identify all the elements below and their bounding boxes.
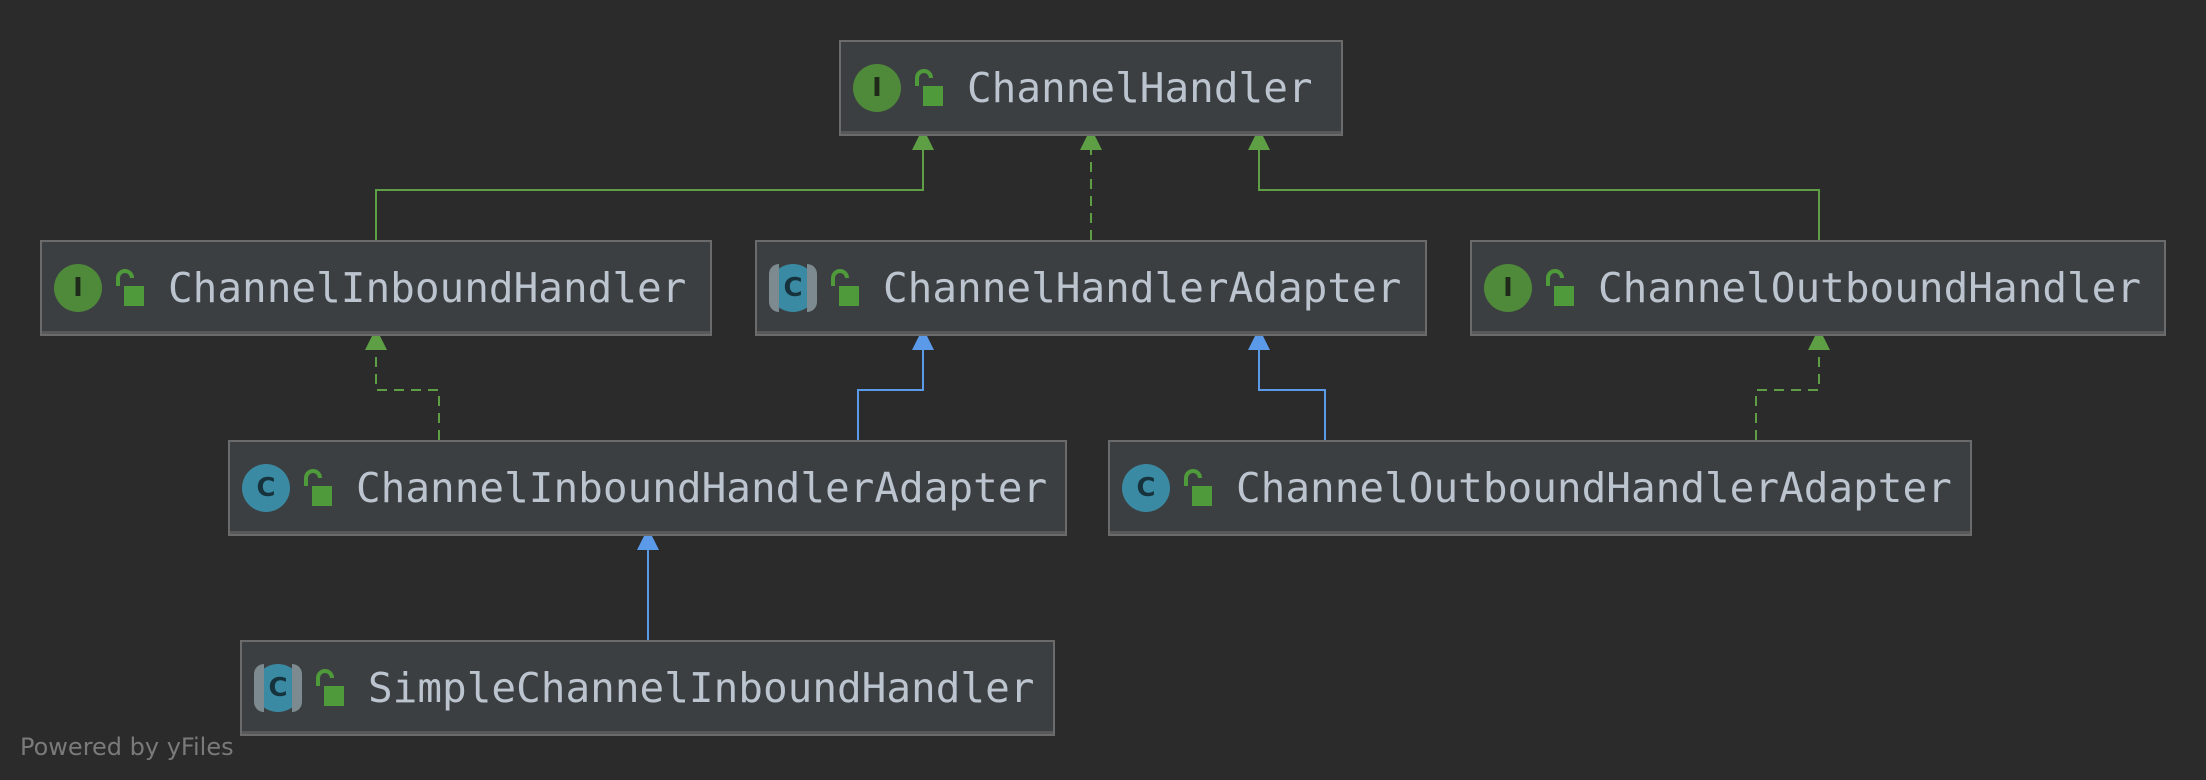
node-channel-handler[interactable]: I ChannelHandler [839, 40, 1343, 136]
node-label: ChannelHandlerAdapter [883, 264, 1402, 312]
interface-icon: I [1484, 264, 1532, 312]
powered-by-footer: Powered by yFiles [20, 733, 234, 761]
interface-icon: I [853, 64, 901, 112]
edge-channel-inbound-handler-adapter-to-channel-inbound-handler [375, 350, 440, 440]
lock-open-icon [1184, 469, 1212, 506]
node-channel-outbound-handler-adapter[interactable]: C ChannelOutboundHandlerAdapter [1108, 440, 1972, 536]
lock-open-icon [316, 669, 344, 706]
lock-open-icon [831, 269, 859, 306]
node-label: ChannelHandler [967, 64, 1313, 112]
arrowhead [637, 528, 659, 550]
node-channel-inbound-handler[interactable]: I ChannelInboundHandler [40, 240, 712, 336]
interface-icon: I [54, 264, 102, 312]
lock-open-icon [304, 469, 332, 506]
edges-layer [365, 128, 1830, 640]
arrowhead [912, 328, 934, 350]
node-label: ChannelOutboundHandlerAdapter [1236, 464, 1952, 512]
edge-channel-inbound-handler-to-channel-handler [375, 150, 924, 240]
lock-open-icon [915, 69, 943, 106]
abstract-class-icon: C [769, 264, 817, 312]
arrowhead [1080, 128, 1102, 150]
node-label: SimpleChannelInboundHandler [368, 664, 1035, 712]
node-label: ChannelOutboundHandler [1598, 264, 2142, 312]
abstract-class-icon: C [254, 664, 302, 712]
class-icon: C [1122, 464, 1170, 512]
node-channel-outbound-handler[interactable]: I ChannelOutboundHandler [1470, 240, 2166, 336]
node-channel-handler-adapter[interactable]: C ChannelHandlerAdapter [755, 240, 1427, 336]
edge-channel-outbound-handler-adapter-to-channel-handler-adapter [1258, 350, 1326, 440]
arrowhead [365, 328, 387, 350]
edge-channel-outbound-handler-adapter-to-channel-outbound-handler [1755, 350, 1820, 440]
class-icon: C [242, 464, 290, 512]
arrowhead [1248, 328, 1270, 350]
node-label: ChannelInboundHandlerAdapter [356, 464, 1048, 512]
node-simple-channel-inbound-handler[interactable]: C SimpleChannelInboundHandler [240, 640, 1055, 736]
lock-open-icon [1546, 269, 1574, 306]
edge-channel-inbound-handler-adapter-to-channel-handler-adapter [857, 350, 924, 440]
arrowhead [912, 128, 934, 150]
node-channel-inbound-handler-adapter[interactable]: C ChannelInboundHandlerAdapter [228, 440, 1067, 536]
arrowhead [1808, 328, 1830, 350]
arrowhead [1248, 128, 1270, 150]
node-label: ChannelInboundHandler [168, 264, 687, 312]
lock-open-icon [116, 269, 144, 306]
edge-channel-outbound-handler-to-channel-handler [1258, 150, 1820, 240]
